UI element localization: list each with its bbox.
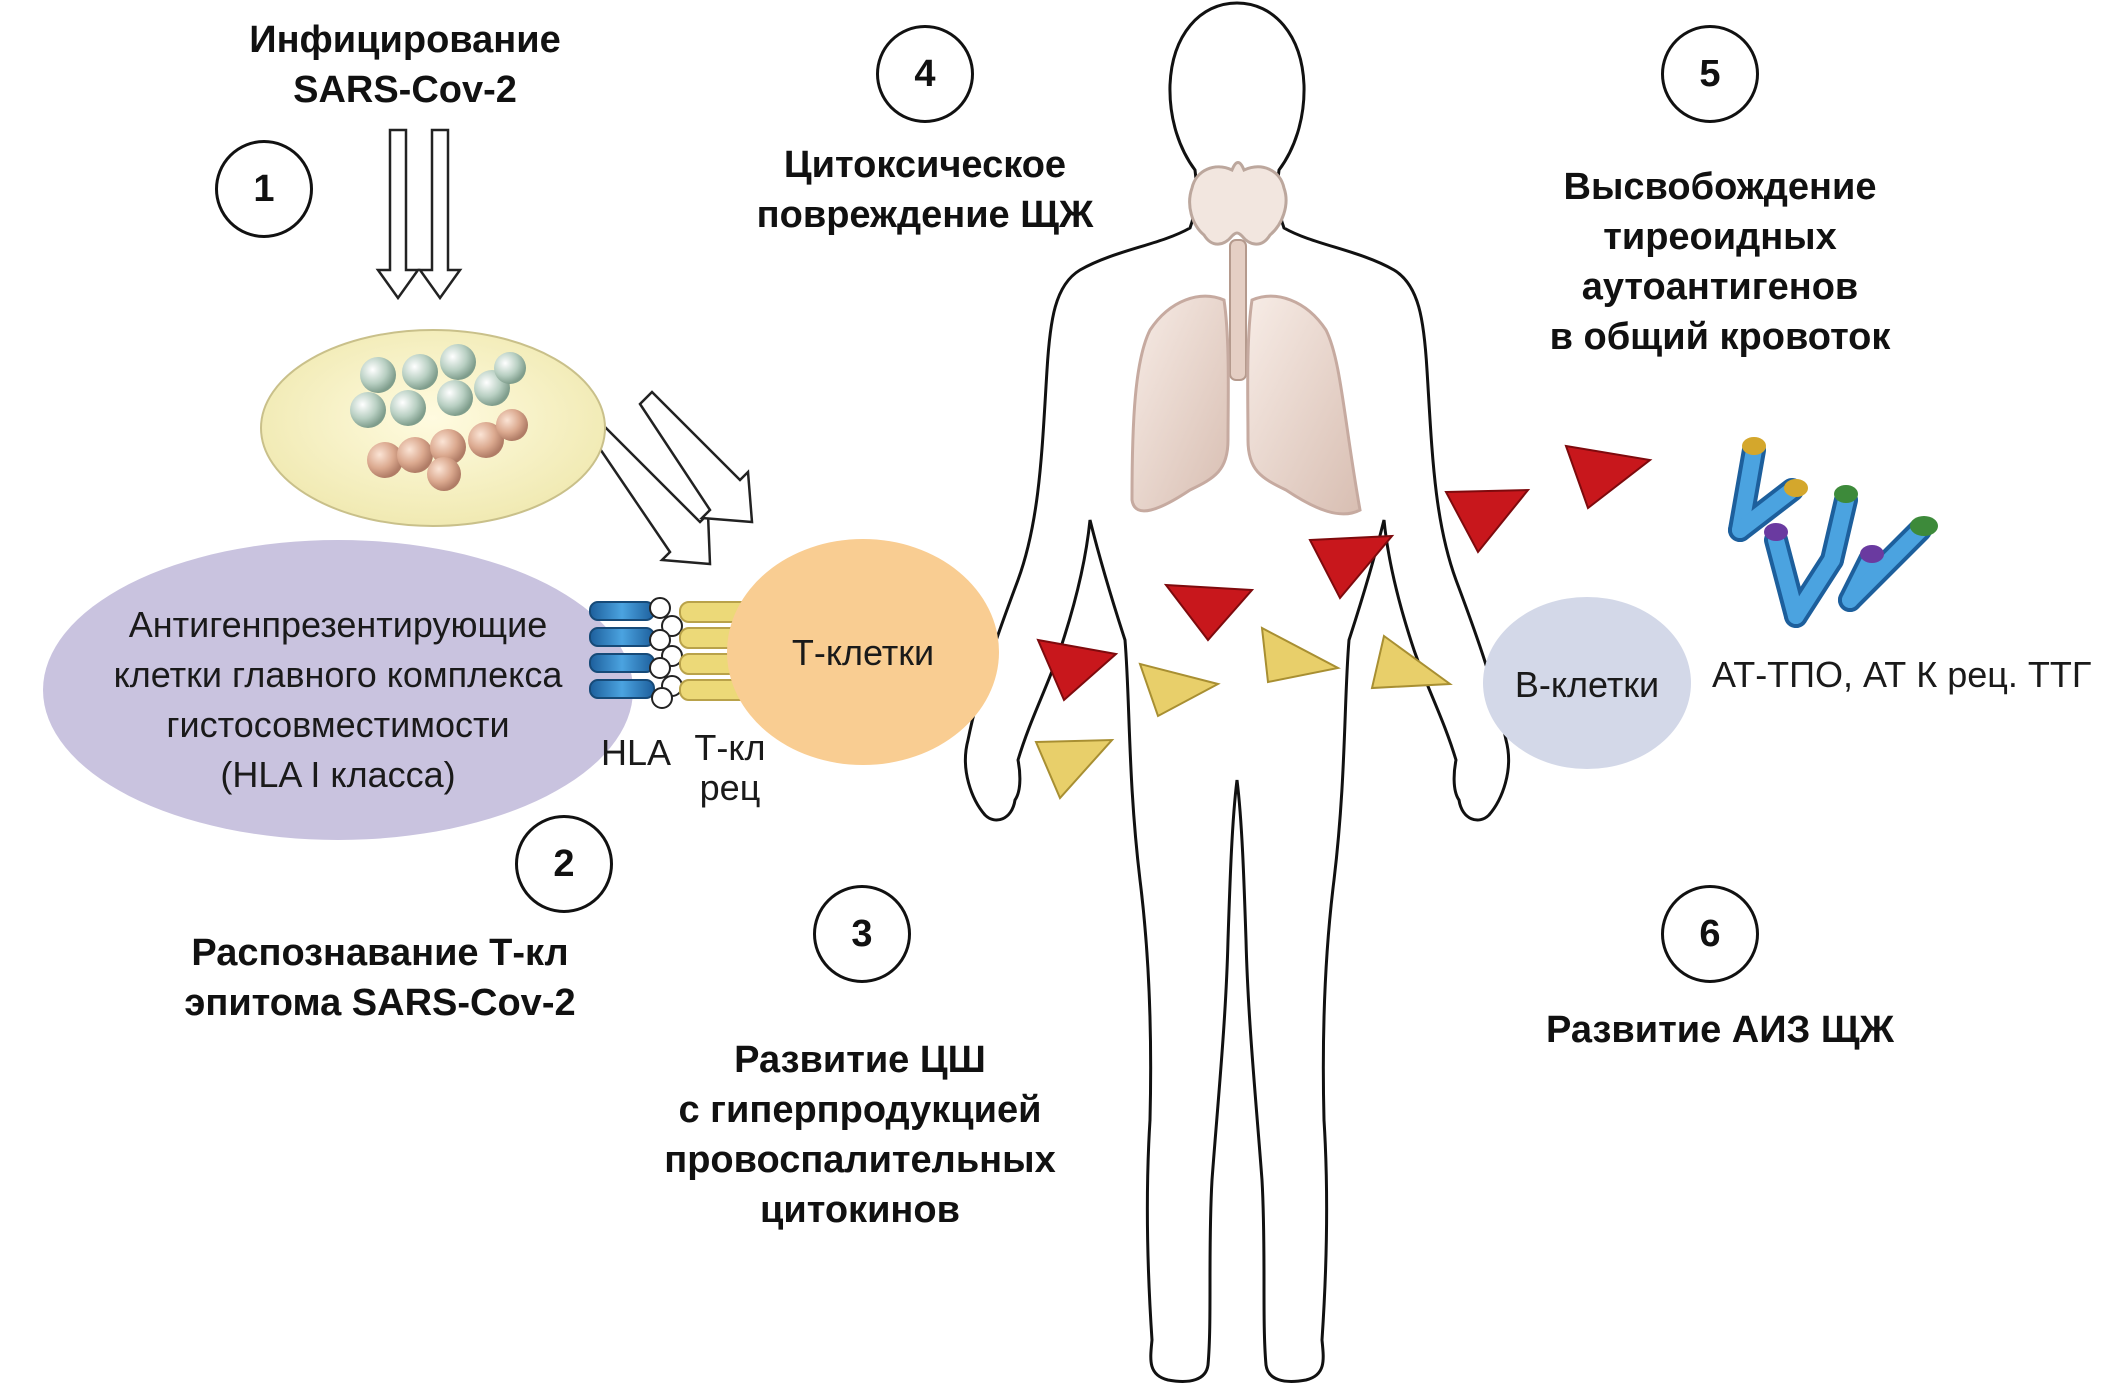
virus-particles-pink	[367, 409, 528, 491]
step-3-label-line-2: с гиперпродукцией	[678, 1089, 1042, 1131]
step-4-label-line-2: повреждение ЩЖ	[756, 194, 1094, 236]
step-3-label-line-4: цитокинов	[760, 1189, 960, 1231]
step-2-circle: 2	[515, 815, 613, 913]
t-receptor-label: Т-кл рец	[680, 728, 780, 808]
apc-cell	[43, 540, 633, 840]
apc-label: Антигенпрезентирующие клетки главного ко…	[58, 600, 618, 800]
virus-dish	[260, 329, 606, 527]
t-cells-label: Т-клетки	[791, 632, 935, 673]
antibodies-icon	[1728, 438, 1932, 628]
step-2-label-line-1: Распознавание Т-кл	[191, 932, 569, 974]
hla-label: HLA	[600, 732, 672, 773]
step-2-label: Распознавание Т-кл эпитома SARS-Cov-2	[160, 928, 600, 1028]
cytokines	[1034, 626, 1453, 800]
step-5-label-line-2: тиреоидных	[1603, 216, 1837, 258]
step-5-label-line-3: аутоантигенов	[1581, 266, 1859, 308]
t-receptor-label-line-1: Т-кл	[694, 727, 766, 768]
step-1-label-line-1: Инфицирование	[249, 19, 561, 61]
trachea	[1229, 239, 1247, 381]
step-4-circle: 4	[876, 25, 974, 123]
t-cells-cell	[727, 539, 999, 765]
apc-label-line-2: клетки главного комплекса	[113, 654, 563, 695]
right-lung	[1246, 294, 1362, 516]
step-6-circle: 6	[1661, 885, 1759, 983]
infection-arrows	[375, 128, 463, 301]
antibody-tips	[1742, 437, 1938, 563]
apc-label-line-3: гистосовместимости	[166, 704, 510, 745]
step-5-circle: 5	[1661, 25, 1759, 123]
step-3-label-line-3: провоспалительных	[664, 1139, 1056, 1181]
step-6-label-line-1: Развитие АИЗ ЩЖ	[1546, 1009, 1894, 1051]
step-2-label-line-2: эпитома SARS-Cov-2	[184, 982, 576, 1024]
apc-label-line-4: (HLA I класса)	[220, 754, 456, 795]
human-body-outline	[963, 1, 1511, 1383]
step-3-circle: 3	[813, 885, 911, 983]
t-receptor-label-line-2: рец	[699, 767, 761, 808]
thyroid-gland	[1188, 161, 1288, 246]
step-3-label: Развитие ЦШ с гиперпродукцией провоспали…	[640, 1035, 1080, 1235]
step-3-label-line-1: Развитие ЦШ	[734, 1039, 986, 1081]
thyroid-antigens	[1036, 444, 1653, 702]
step-1-label: Инфицирование SARS-Cov-2	[220, 15, 590, 115]
step-6-label: Развитие АИЗ ЩЖ	[1500, 1005, 1940, 1055]
step-4-label: Цитоксическое повреждение ЩЖ	[720, 140, 1130, 240]
antigen-peptides	[649, 597, 683, 709]
apc-label-line-1: Антигенпрезентирующие	[128, 604, 548, 645]
antibodies-label: АТ-ТПО, АТ К рец. ТТГ	[1712, 654, 2092, 695]
step-5-label-line-4: в общий кровоток	[1549, 316, 1891, 358]
activation-arrows	[592, 390, 754, 566]
b-cells-label: В-клетки	[1514, 664, 1660, 705]
step-1-label-line-2: SARS-Cov-2	[293, 69, 517, 111]
step-1-circle: 1	[215, 140, 313, 238]
b-cells-cell	[1483, 597, 1691, 769]
hla-molecules	[589, 601, 655, 699]
virus-particles-green	[350, 344, 526, 428]
step-5-label-line-1: Высвобождение	[1563, 166, 1877, 208]
left-lung	[1130, 294, 1230, 513]
step-4-label-line-1: Цитоксическое	[783, 144, 1067, 186]
step-5-label: Высвобождение тиреоидных аутоантигенов в…	[1510, 162, 1930, 362]
